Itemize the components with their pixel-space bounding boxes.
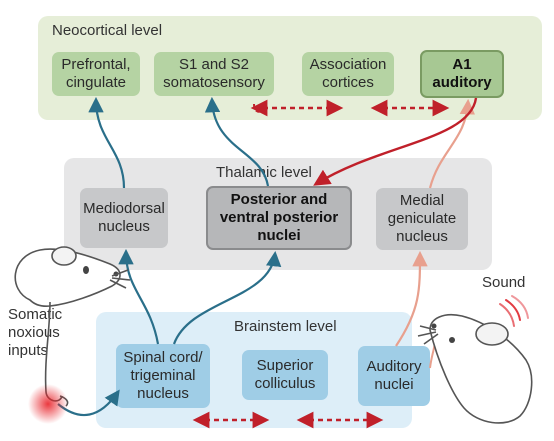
auditory-nuclei-label: Auditory nuclei — [366, 358, 422, 393]
superior-colliculus-label: Superior colliculus — [254, 357, 316, 392]
auditory-nuclei-box: Auditory nuclei — [358, 346, 430, 406]
posterior-ventral-nuclei-label: Posterior and ventral posterior nuclei — [219, 191, 339, 244]
mediodorsal-nucleus-box: Mediodorsal nucleus — [80, 188, 168, 248]
spinal-cord-trigeminal-label: Spinal cord/ trigeminal nucleus — [123, 349, 203, 402]
prefrontal-cingulate-box: Prefrontal, cingulate — [52, 52, 140, 96]
posterior-ventral-nuclei-box: Posterior and ventral posterior nuclei — [206, 186, 352, 250]
spinal-cord-trigeminal-box: Spinal cord/ trigeminal nucleus — [116, 344, 210, 408]
right-mouse-illustration — [417, 314, 533, 424]
mediodorsal-nucleus-label: Mediodorsal nucleus — [83, 200, 165, 235]
superior-colliculus-box: Superior colliculus — [242, 350, 328, 400]
a1-auditory-label: A1 auditory — [432, 56, 492, 91]
sound-label: Sound — [482, 274, 526, 291]
sound-waves-icon — [499, 295, 529, 327]
brainstem-level-title: Brainstem level — [234, 318, 337, 335]
association-cortices-label: Association cortices — [309, 56, 387, 91]
a1-auditory-box: A1 auditory — [420, 50, 504, 98]
s1-s2-somatosensory-label: S1 and S2 somatosensory — [163, 56, 265, 91]
neocortical-level-title: Neocortical level — [52, 22, 163, 39]
thalamic-level-title: Thalamic level — [216, 164, 312, 181]
s1-s2-somatosensory-box: S1 and S2 somatosensory — [154, 52, 274, 96]
arrow-ear-to-auditory — [429, 339, 436, 369]
medial-geniculate-nucleus-box: Medial geniculate nucleus — [376, 188, 468, 250]
medial-geniculate-nucleus-label: Medial geniculate nucleus — [387, 192, 457, 245]
paw-pain-glow — [28, 384, 68, 424]
somatic-noxious-inputs-label: Somatic noxious inputs — [8, 306, 63, 359]
prefrontal-cingulate-label: Prefrontal, cingulate — [61, 56, 131, 91]
association-cortices-box: Association cortices — [302, 52, 394, 96]
